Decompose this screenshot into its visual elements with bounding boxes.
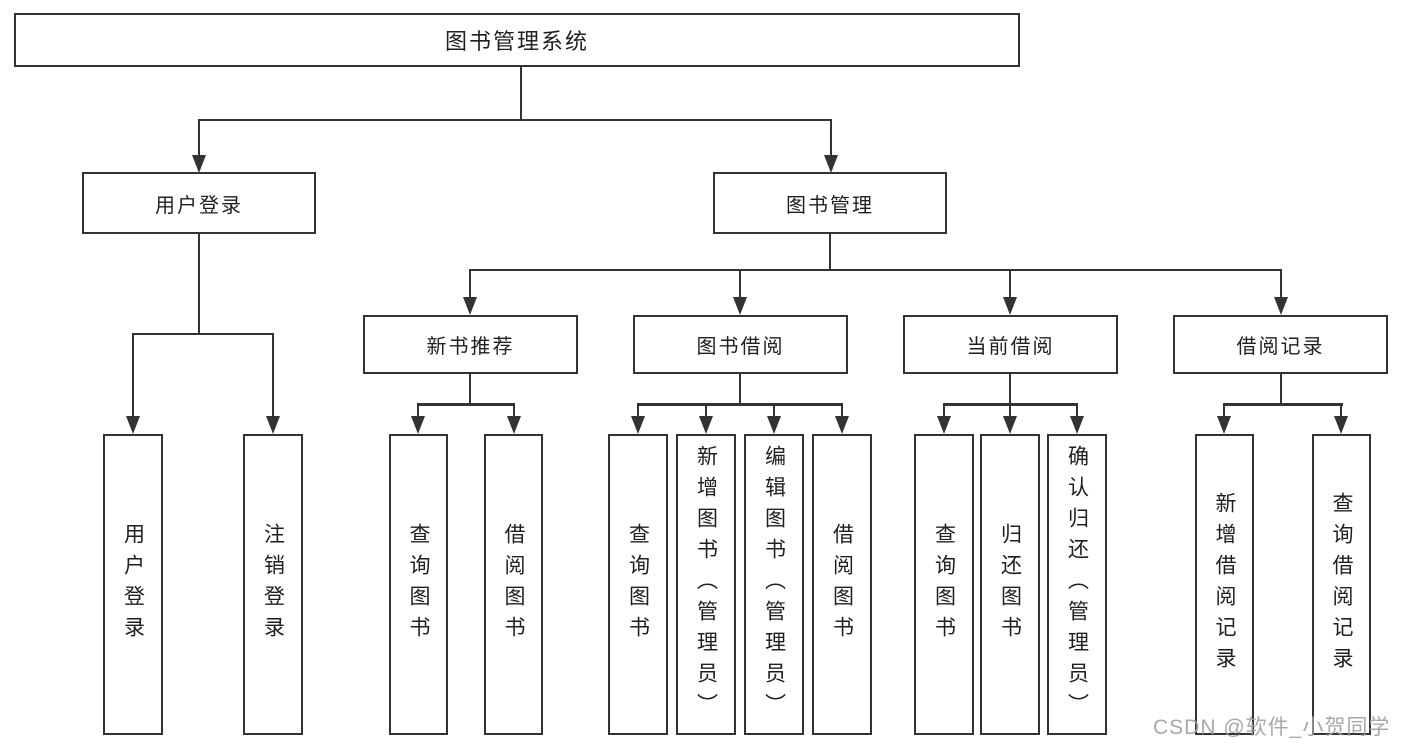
connector-line	[1009, 403, 1011, 418]
connector-line	[1280, 374, 1282, 406]
connector-line	[198, 233, 200, 335]
leaf-records-add-borrow-record: 新增借阅记录	[1195, 434, 1254, 735]
connector-arrowhead	[1003, 297, 1017, 315]
connector-line	[469, 269, 1282, 271]
node-current-borrowing: 当前借阅	[903, 315, 1118, 374]
leaf-recommend-query-books: 查询图书	[389, 434, 448, 735]
connector-line	[705, 403, 707, 418]
leaf-records-query-borrow-record: 查询借阅记录	[1312, 434, 1371, 735]
leaf-borrowing-query-books: 查询图书	[608, 434, 668, 735]
connector-line	[943, 403, 945, 418]
node-new-book-recommend: 新书推荐	[363, 315, 578, 374]
connector-line	[830, 119, 832, 157]
leaf-borrowing-add-books-admin: 新增图书（管理员）	[676, 434, 736, 735]
leaf-current-return-books: 归还图书	[980, 434, 1040, 735]
connector-line	[198, 119, 832, 121]
leaf-current-confirm-return-admin: 确认归还（管理员）	[1047, 434, 1107, 735]
leaf-borrowing-borrow-books: 借阅图书	[812, 434, 872, 735]
connector-arrowhead	[835, 416, 849, 434]
node-book-borrowing: 图书借阅	[633, 315, 848, 374]
connector-arrowhead	[824, 155, 838, 173]
csdn-watermark: CSDN @软件_小贺同学	[1153, 716, 1391, 739]
connector-line	[637, 403, 639, 418]
connector-line	[1009, 269, 1011, 299]
connector-line	[198, 119, 200, 157]
connector-arrowhead	[1003, 416, 1017, 434]
connector-line	[773, 403, 775, 418]
connector-arrowhead	[1274, 297, 1288, 315]
connector-line	[1076, 403, 1078, 418]
connector-arrowhead	[507, 416, 521, 434]
connector-arrowhead	[192, 155, 206, 173]
node-library-management-system: 图书管理系统	[14, 13, 1020, 67]
connector-arrowhead	[126, 416, 140, 434]
connector-line	[829, 233, 831, 271]
node-borrowing-records: 借阅记录	[1173, 315, 1388, 374]
connector-line	[520, 66, 522, 121]
connector-line	[739, 374, 741, 406]
connector-line	[132, 333, 274, 335]
leaf-logout-login: 注销登录	[243, 434, 303, 735]
leaf-recommend-borrow-books: 借阅图书	[484, 434, 543, 735]
connector-arrowhead	[733, 297, 747, 315]
leaf-borrowing-edit-books-admin: 编辑图书（管理员）	[744, 434, 804, 735]
connector-arrowhead	[1070, 416, 1084, 434]
connector-line	[637, 403, 843, 406]
connector-arrowhead	[411, 416, 425, 434]
connector-line	[739, 269, 741, 299]
connector-line	[1009, 374, 1011, 406]
connector-arrowhead	[631, 416, 645, 434]
connector-line	[469, 374, 471, 406]
connector-line	[417, 403, 419, 418]
node-user-login: 用户登录	[82, 172, 316, 234]
connector-line	[513, 403, 515, 418]
leaf-user-login: 用户登录	[103, 434, 163, 735]
node-book-management: 图书管理	[713, 172, 947, 234]
connector-arrowhead	[937, 416, 951, 434]
connector-line	[1223, 403, 1343, 406]
connector-line	[1340, 403, 1342, 418]
connector-line	[132, 333, 134, 418]
connector-line	[841, 403, 843, 418]
connector-line	[417, 403, 515, 406]
connector-arrowhead	[1334, 416, 1348, 434]
connector-arrowhead	[767, 416, 781, 434]
connector-arrowhead	[1217, 416, 1231, 434]
connector-arrowhead	[266, 416, 280, 434]
connector-line	[1280, 269, 1282, 299]
leaf-current-query-books: 查询图书	[914, 434, 974, 735]
connector-line	[469, 269, 471, 299]
connector-line	[1223, 403, 1225, 418]
connector-line	[272, 333, 274, 418]
connector-arrowhead	[699, 416, 713, 434]
connector-arrowhead	[463, 297, 477, 315]
